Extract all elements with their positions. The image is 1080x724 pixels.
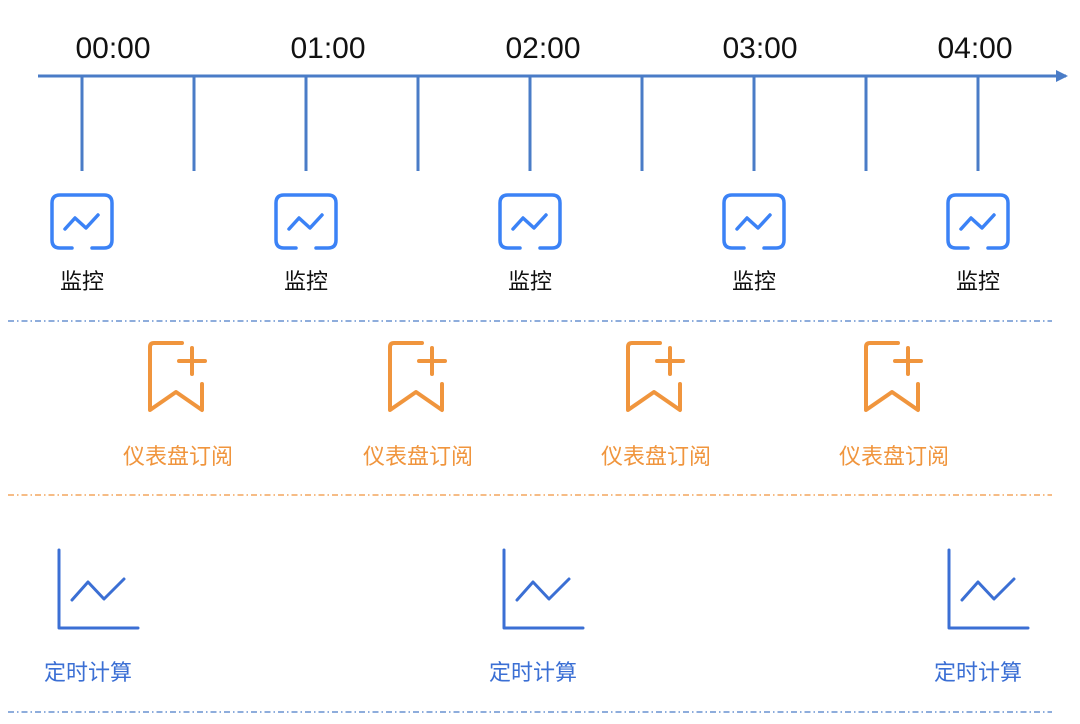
bookmark-plus-icon bbox=[388, 341, 447, 412]
monitor-chart-icon bbox=[274, 193, 338, 250]
monitor-item: 监控 bbox=[50, 193, 114, 295]
line-chart-icon bbox=[57, 548, 140, 630]
monitor-chart-icon bbox=[946, 193, 1010, 250]
subscription-item: 仪表盘订阅 bbox=[601, 341, 711, 470]
monitor-item: 监控 bbox=[274, 193, 338, 295]
scheduled-item: 定时计算 bbox=[44, 548, 140, 686]
scheduled-label: 定时计算 bbox=[934, 661, 1022, 686]
subscription-label: 仪表盘订阅 bbox=[123, 445, 233, 470]
subscription-item: 仪表盘订阅 bbox=[839, 341, 949, 470]
scheduled-item: 定时计算 bbox=[934, 548, 1030, 686]
subscription-label: 仪表盘订阅 bbox=[601, 445, 711, 470]
monitor-label: 监控 bbox=[284, 270, 328, 295]
subscription-label: 仪表盘订阅 bbox=[839, 445, 949, 470]
scheduled-label: 定时计算 bbox=[44, 661, 132, 686]
bookmark-plus-icon bbox=[626, 341, 685, 412]
monitor-chart-icon bbox=[50, 193, 114, 250]
line-chart-icon bbox=[947, 548, 1030, 630]
time-label: 01:00 bbox=[290, 32, 365, 65]
scheduled-row: 定时计算 定时计算 定时计算 bbox=[44, 548, 1030, 686]
monitor-item: 监控 bbox=[498, 193, 562, 295]
subscription-row: 仪表盘订阅 仪表盘订阅 仪表盘订阅 仪表盘订阅 bbox=[123, 341, 949, 470]
monitor-label: 监控 bbox=[508, 270, 552, 295]
monitor-item: 监控 bbox=[946, 193, 1010, 295]
monitor-chart-icon bbox=[722, 193, 786, 250]
timeline-ticks bbox=[80, 76, 980, 171]
time-label: 00:00 bbox=[75, 32, 150, 65]
monitor-label: 监控 bbox=[956, 270, 1000, 295]
subscription-label: 仪表盘订阅 bbox=[363, 445, 473, 470]
time-label: 03:00 bbox=[722, 32, 797, 65]
line-chart-icon bbox=[502, 548, 585, 630]
scheduled-label: 定时计算 bbox=[489, 661, 577, 686]
time-label: 02:00 bbox=[505, 32, 580, 65]
subscription-item: 仪表盘订阅 bbox=[363, 341, 473, 470]
subscription-item: 仪表盘订阅 bbox=[123, 341, 233, 470]
scheduled-item: 定时计算 bbox=[489, 548, 585, 686]
monitor-label: 监控 bbox=[732, 270, 776, 295]
time-label: 04:00 bbox=[937, 32, 1012, 65]
time-labels: 00:00 01:00 02:00 03:00 04:00 bbox=[75, 32, 1012, 65]
bookmark-plus-icon bbox=[864, 341, 923, 412]
monitor-item: 监控 bbox=[722, 193, 786, 295]
monitor-chart-icon bbox=[498, 193, 562, 250]
monitor-label: 监控 bbox=[60, 270, 104, 295]
monitor-row: 监控 监控 监控 监控 bbox=[50, 193, 1010, 295]
bookmark-plus-icon bbox=[148, 341, 207, 412]
